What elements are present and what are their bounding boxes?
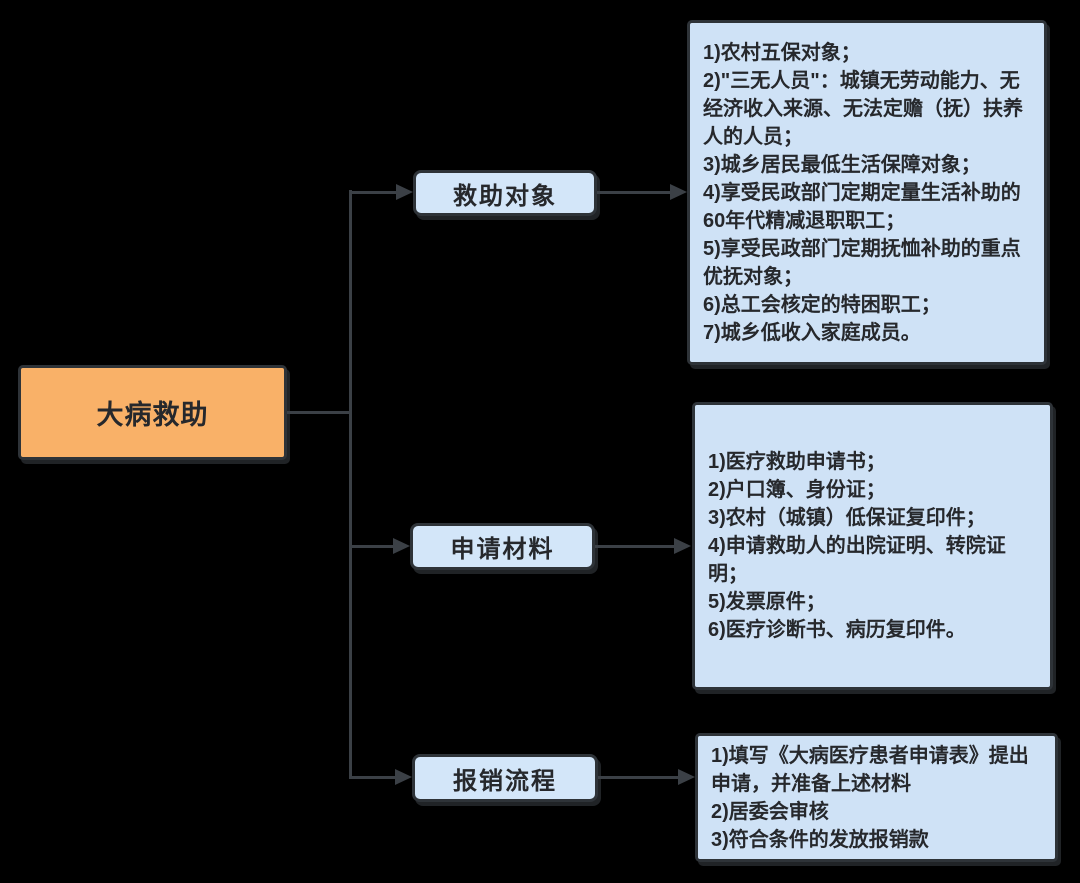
detail-item: 3)城乡居民最低生活保障对象；: [703, 153, 981, 176]
detail-item: 5)享受民政部门定期抚恤补助的重点优抚对象；: [703, 237, 1021, 288]
connector-trunk-vertical: [349, 190, 352, 779]
arrowhead-icon: [393, 538, 410, 554]
root-node-label: 大病救助: [96, 400, 209, 430]
arrowhead-icon: [670, 184, 687, 200]
detail-item: 6)医疗诊断书、病历复印件。: [708, 619, 966, 641]
connector-branch-3: [349, 776, 396, 779]
connector-node3-to-panel3: [598, 776, 679, 779]
detail-item: 6)总工会核定的特困职工；: [703, 293, 941, 316]
arrowhead-icon: [396, 184, 413, 200]
details-panel-application-materials: 1)医疗救助申请书； 2)户口簿、身份证； 3)农村（城镇）低保证复印件； 4)…: [692, 402, 1053, 690]
root-node: 大病救助: [18, 365, 287, 460]
detail-item: 7)城乡低收入家庭成员。: [703, 321, 921, 344]
detail-item: 1)医疗救助申请书；: [708, 451, 886, 473]
connector-branch-2: [349, 545, 394, 548]
connector-root-to-trunk: [287, 411, 349, 414]
detail-item: 1)农村五保对象；: [703, 41, 861, 64]
detail-item: 3)符合条件的发放报销款: [711, 828, 929, 851]
detail-item: 1)填写《大病医疗患者申请表》提出申请，并准备上述材料: [711, 744, 1029, 795]
connector-node2-to-panel2: [595, 545, 675, 548]
detail-item: 4)享受民政部门定期定量生活补助的60年代精减退职职工；: [703, 181, 1021, 232]
connector-branch-1: [349, 191, 397, 194]
details-panel-reimbursement-process: 1)填写《大病医疗患者申请表》提出申请，并准备上述材料 2)居委会审核 3)符合…: [695, 733, 1058, 862]
branch-node-reimbursement-process: 报销流程: [412, 754, 598, 802]
branch-node-label: 报销流程: [453, 767, 557, 795]
detail-item: 2)居委会审核: [711, 800, 829, 823]
branch-node-application-materials: 申请材料: [410, 523, 595, 570]
arrowhead-icon: [395, 769, 412, 785]
detail-item: 2)户口簿、身份证；: [708, 479, 886, 501]
details-panel-assistance-targets: 1)农村五保对象； 2)"三无人员"：城镇无劳动能力、无经济收入来源、无法定赡（…: [687, 20, 1047, 365]
branch-node-assistance-targets: 救助对象: [413, 170, 597, 216]
detail-item: 4)申请救助人的出院证明、转院证明；: [708, 535, 1006, 585]
detail-item: 2)"三无人员"：城镇无劳动能力、无经济收入来源、无法定赡（抚）扶养人的人员；: [703, 69, 1023, 148]
branch-node-label: 申请材料: [450, 536, 555, 563]
detail-item: 3)农村（城镇）低保证复印件；: [708, 507, 986, 529]
detail-item: 5)发票原件；: [708, 591, 826, 613]
branch-node-label: 救助对象: [453, 182, 557, 210]
arrowhead-icon: [674, 538, 691, 554]
connector-node1-to-panel1: [597, 191, 671, 194]
arrowhead-icon: [678, 769, 695, 785]
